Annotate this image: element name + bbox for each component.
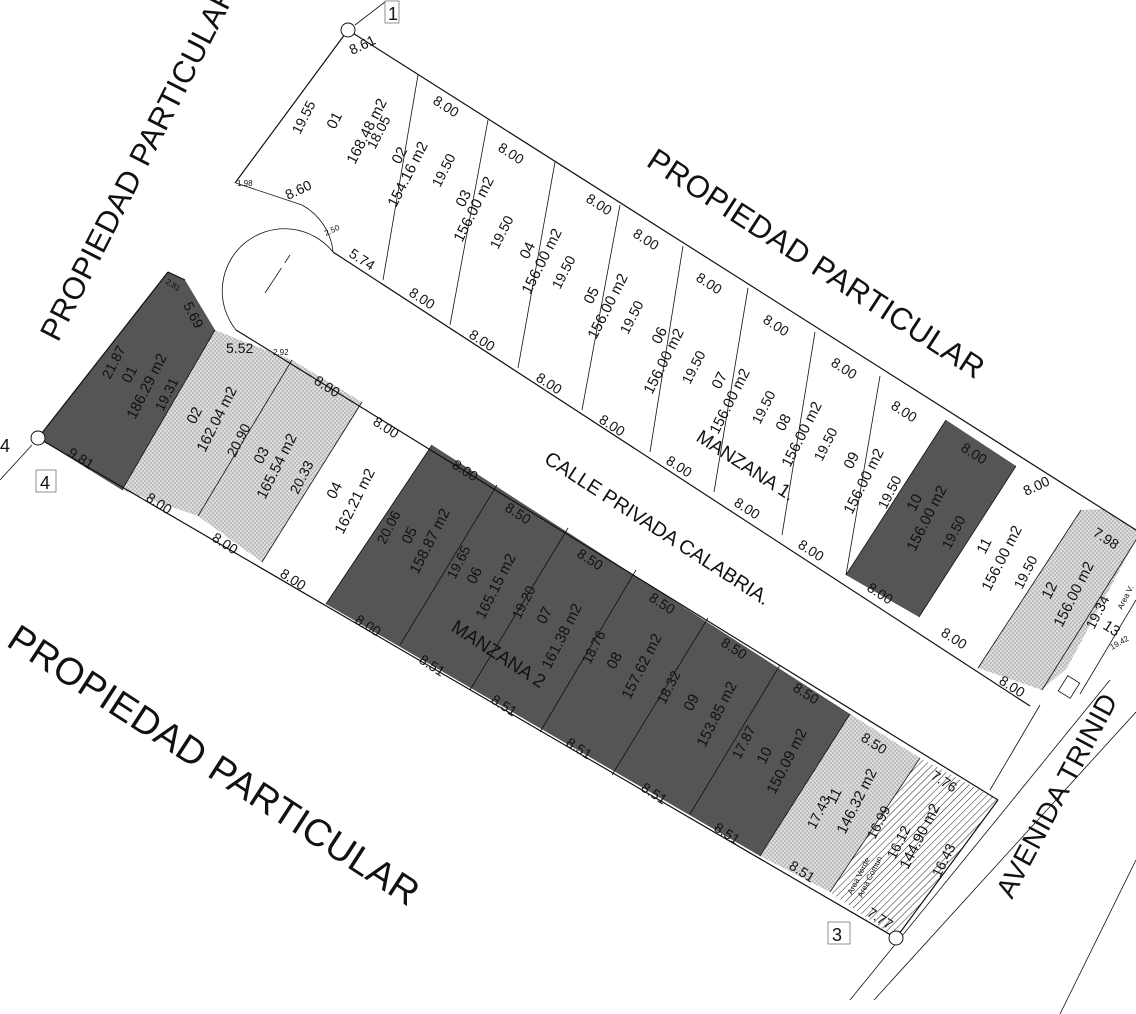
vertex-1-label: 1 xyxy=(388,4,398,24)
m1-lot11-top: 8.00 xyxy=(1021,473,1053,499)
m1-lot01-back: 8.60 xyxy=(283,177,315,203)
m1-lot01-arc: 5.74 xyxy=(346,245,378,273)
m1-lot02-depth: 19.50 xyxy=(428,151,458,190)
m2-lot06-num: 06 xyxy=(463,564,486,587)
m1-lot07-num: 07 xyxy=(708,369,731,392)
m1-lot11-bottom: 8.00 xyxy=(938,624,970,652)
m2-lot03-chamfer: 2.92 xyxy=(273,348,289,357)
m1-lot03-depth: 19.50 xyxy=(486,213,516,252)
m1-lot10-fill xyxy=(846,420,1016,617)
m1-lot01-num: 01 xyxy=(323,109,346,132)
propiedad-label-left: PROPIEDAD PARTICULAR xyxy=(33,0,243,346)
m1-lot01-chamfer: 1.98 xyxy=(237,179,253,188)
vertex-markers xyxy=(0,0,904,946)
m1-lot03-top: 8.00 xyxy=(495,139,527,167)
m1-lot06-bottom: 8.00 xyxy=(663,452,695,480)
m1-lot06-top: 8.00 xyxy=(693,269,725,297)
m1-lot05-depth: 19.50 xyxy=(616,298,646,337)
m1-lot13-fill xyxy=(1067,540,1136,694)
m2-lot02-front: 5.52 xyxy=(226,340,253,356)
manzana-1-block xyxy=(221,29,1136,707)
m1-lot08-num: 08 xyxy=(772,411,795,434)
m2-lot04-back: 8.00 xyxy=(277,565,309,593)
m1-lot09-top: 8.00 xyxy=(888,397,920,425)
m2-lot02-num: 02 xyxy=(183,404,206,427)
m1-lot02-area: 154.16 m2 xyxy=(384,139,431,210)
m2-lot03-fill xyxy=(198,360,362,562)
m1-lot08-depth: 19.50 xyxy=(810,425,840,464)
m2-lot05-num: 05 xyxy=(398,524,421,547)
m1-lot08-top: 8.00 xyxy=(828,354,860,382)
m1-lot11-num: 11 xyxy=(973,535,995,557)
m1-lot12-num: 12 xyxy=(1038,579,1061,602)
m1-lot05-num: 05 xyxy=(580,284,603,307)
m2-lot09-num: 09 xyxy=(680,691,703,714)
m2-lot11-num: 11 xyxy=(823,785,845,807)
m1-lot02-num: 02 xyxy=(388,144,411,167)
m2-lot10-num: 10 xyxy=(753,744,776,767)
m2-lot03-num: 03 xyxy=(250,444,273,467)
m1-lot13-num: 13 xyxy=(1100,617,1123,640)
avenida-lines xyxy=(849,679,1136,1014)
m1-lot08-bottom: 8.00 xyxy=(795,536,827,564)
m1-lot12-fill xyxy=(978,509,1136,690)
m1-lot05-top: 8.00 xyxy=(630,225,662,253)
m1-lot04-top: 8.00 xyxy=(583,190,615,218)
avenida-label: AVENIDA TRINID xyxy=(990,688,1124,903)
m2-lot12-fill xyxy=(830,758,998,938)
manzana-2-block xyxy=(37,271,999,939)
m1-lot10-num: 10 xyxy=(903,491,926,514)
m2-lot11-fill xyxy=(760,714,920,892)
m1-lot01-side-a: 19.55 xyxy=(288,98,318,137)
m1-lot03-num: 03 xyxy=(452,187,475,210)
propiedad-label-bottom: PROPIEDAD PARTICULAR xyxy=(0,617,427,915)
m1-lot05-bottom: 8.00 xyxy=(596,411,628,439)
m1-lot06-depth: 19.50 xyxy=(678,348,708,387)
m2-lot08-num: 08 xyxy=(603,649,626,672)
m2-lot07-num: 07 xyxy=(533,604,556,627)
vertex-3-label: 3 xyxy=(832,925,842,945)
m2-lot04-num: 04 xyxy=(323,479,346,502)
m1-lot09-num: 09 xyxy=(840,449,863,472)
m2-lot02-fill xyxy=(122,330,292,516)
m2-lot04-front: 8.00 xyxy=(370,413,402,441)
m1-lot06-num: 06 xyxy=(648,324,671,347)
m1-lot04-num: 04 xyxy=(516,239,539,262)
m1-lot07-top: 8.00 xyxy=(760,311,792,339)
vertex-4-label: 4 xyxy=(40,473,50,493)
vertex-4-edge-label: 4 xyxy=(0,436,10,456)
m2-lot01-fill xyxy=(38,272,215,490)
m1-lot02-top: 8.00 xyxy=(430,92,462,120)
m1-lot03-bottom: 8.00 xyxy=(466,326,498,354)
m2-lot01-num: 01 xyxy=(118,363,141,386)
manzana-1-label: MANZANA 1. xyxy=(692,427,798,506)
m1-lot01-arc-small: 2.50 xyxy=(323,223,341,238)
m1-lot02-bottom: 8.00 xyxy=(406,284,438,312)
m1-lot07-bottom: 8.00 xyxy=(731,494,763,522)
